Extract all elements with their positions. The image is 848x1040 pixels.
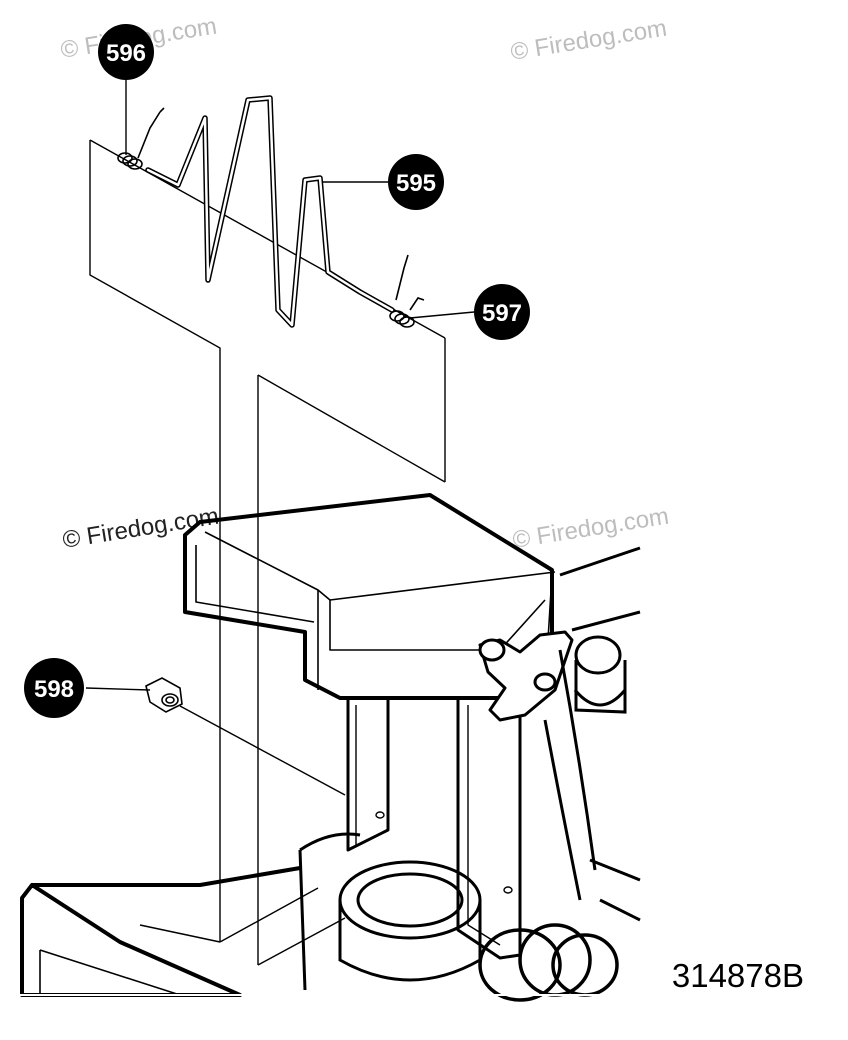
callout-595-badge	[388, 154, 444, 210]
callout-596-label: 596	[106, 40, 146, 67]
callout-597-label: 597	[482, 300, 522, 327]
mounting-bracket	[346, 700, 522, 960]
lock-nut	[145, 677, 183, 713]
callout-597: 597	[474, 284, 530, 340]
figure-number: 314878B	[672, 957, 804, 994]
wire-spring-part	[145, 95, 395, 328]
chute-deflector-detail	[195, 531, 556, 690]
callout-598-badge	[24, 658, 84, 718]
torsion-spring-left	[117, 107, 165, 170]
callout-596: 596	[98, 24, 154, 80]
mounting-bracket-inner	[355, 705, 513, 946]
watermark-top-right: © Firedog.com	[509, 15, 669, 66]
torsion-spring-right	[389, 254, 425, 328]
wire-spring-part-inner	[146, 96, 394, 327]
leader-lines	[85, 80, 475, 691]
auger-housing-detail	[39, 924, 221, 996]
auger-housing-frame	[20, 866, 301, 997]
callout-595-label: 595	[396, 170, 436, 197]
callout-598: 598	[24, 658, 84, 718]
chute-ring	[298, 832, 482, 991]
cable-coil	[478, 923, 619, 1002]
callout-597-badge	[474, 284, 530, 340]
callout-595: 595	[388, 154, 444, 210]
guide-lines	[89, 139, 446, 966]
callout-596-badge	[98, 24, 154, 80]
callout-598-label: 598	[34, 676, 74, 703]
adjustment-knob	[478, 630, 574, 722]
engine-cap	[543, 546, 641, 922]
watermark-middle-right: © Firedog.com	[511, 503, 671, 554]
